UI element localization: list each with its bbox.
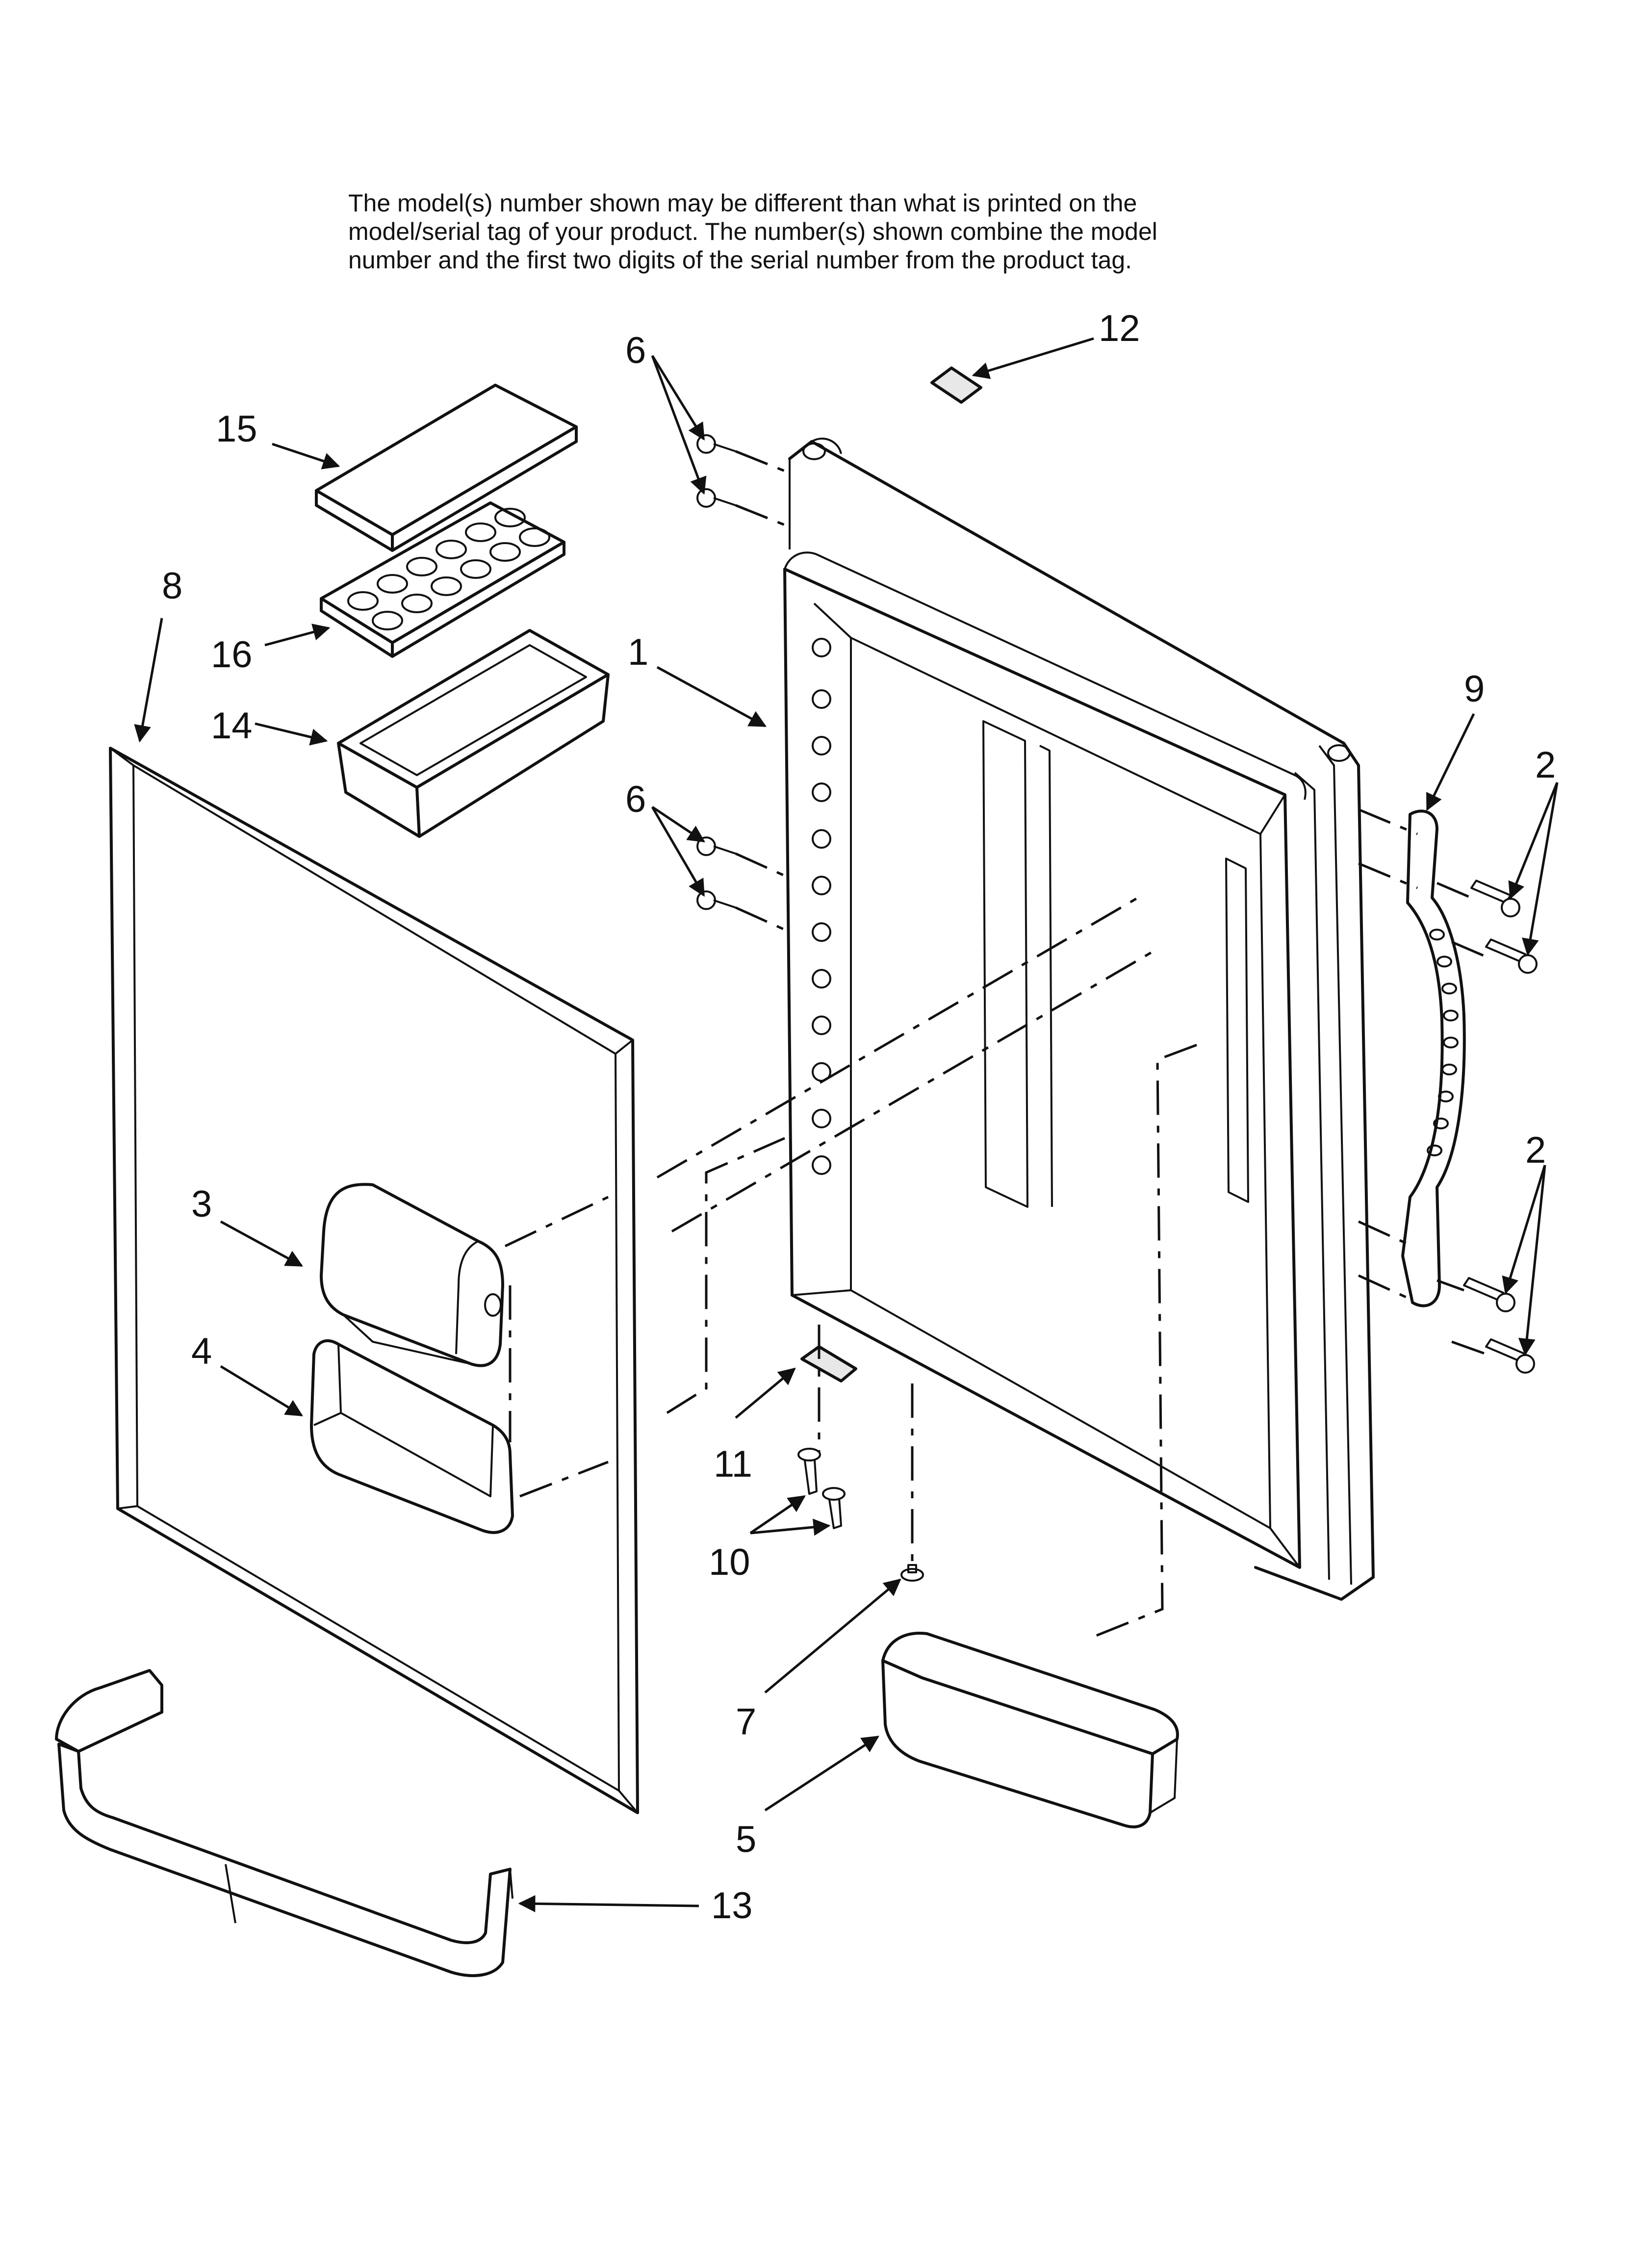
part-11-bracket [800, 1345, 857, 1382]
callout-13: 13 [711, 1885, 753, 1927]
part-2-screws-upper [1470, 880, 1538, 974]
callout-14: 14 [211, 705, 253, 747]
callout-1: 1 [628, 631, 648, 673]
part-12-label [930, 366, 982, 404]
part-4-dispenser-shelf [310, 1339, 514, 1534]
callout-2-lower: 2 [1525, 1129, 1546, 1171]
part-14-dairy-bin [337, 629, 610, 838]
callout-11: 11 [714, 1443, 752, 1485]
leader-arrows [134, 337, 1559, 1912]
model-number-note: The model(s) number shown may be differe… [348, 189, 1427, 274]
note-line-3: number and the first two digits of the s… [348, 246, 1132, 274]
callout-8: 8 [162, 565, 182, 607]
callout-2-upper: 2 [1535, 744, 1556, 786]
note-line-1: The model(s) number shown may be differe… [348, 189, 1137, 217]
door-frame-right-edge [788, 438, 1375, 1601]
callout-6-top: 6 [625, 330, 646, 371]
part-2-screws-lower [1463, 1277, 1535, 1374]
part-13-door-bin-large [55, 1669, 513, 1978]
part-6-screws-middle [696, 836, 736, 910]
part-9-door-handle [1401, 809, 1466, 1307]
callout-16: 16 [211, 634, 253, 676]
callout-10: 10 [709, 1541, 750, 1583]
callout-15: 15 [216, 408, 257, 450]
part-3-dispenser-housing [320, 1183, 504, 1367]
callout-9: 9 [1464, 668, 1485, 710]
callout-4: 4 [191, 1330, 212, 1372]
callout-12: 12 [1099, 308, 1140, 349]
assembly-lines [504, 450, 1487, 1640]
part-7-plug [900, 1564, 924, 1582]
callout-7: 7 [736, 1701, 756, 1743]
part-6-screws-top [696, 434, 736, 508]
callout-5: 5 [736, 1819, 756, 1860]
callout-6-middle: 6 [625, 779, 646, 820]
part-15-egg-tray-cover [315, 384, 578, 552]
part-16-egg-tray [320, 501, 565, 658]
part-10-screws [797, 1448, 846, 1529]
part-1-door-liner [783, 551, 1307, 1569]
part-5-door-bin-small [881, 1632, 1179, 1828]
note-line-2: model/serial tag of your product. The nu… [348, 218, 1157, 245]
callout-3: 3 [191, 1183, 212, 1225]
